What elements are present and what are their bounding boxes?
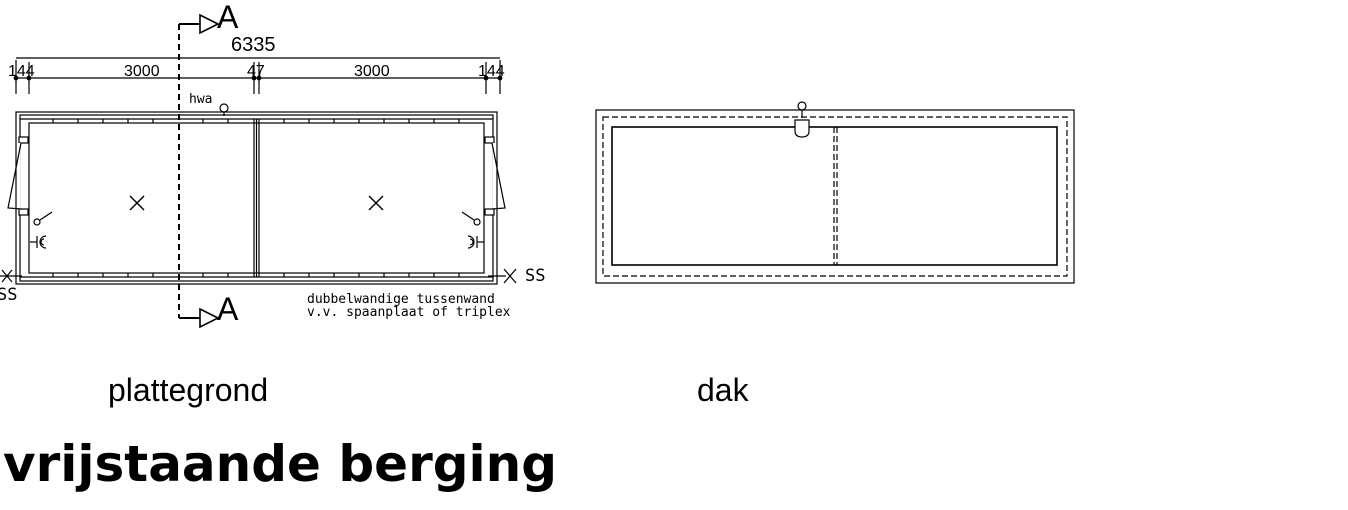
switch-right-icon — [461, 211, 481, 226]
section-marker-top: A — [217, 0, 239, 35]
socket-left-icon — [30, 235, 47, 249]
downpipe-symbol — [219, 103, 229, 116]
section-marker-bottom: A — [217, 291, 239, 327]
roof-plan — [595, 101, 1075, 284]
door-left — [7, 136, 29, 216]
light-fixture-right-icon — [368, 195, 384, 211]
partition-wall — [253, 119, 260, 277]
dimension-label-2: 3000 — [124, 63, 160, 80]
section-line — [178, 13, 220, 329]
switch-left-icon — [33, 211, 53, 226]
hwa-label: hwa — [189, 92, 212, 107]
dimension-label-4: 3000 — [354, 63, 390, 80]
door-right — [484, 136, 506, 216]
socket-right-icon — [467, 235, 484, 249]
dimension-label-3: 47 — [247, 63, 265, 80]
dimension-label-1: 144 — [8, 63, 35, 80]
partition-note-line1: dubbelwandige tussenwand — [307, 292, 495, 307]
floor-plan — [0, 13, 517, 329]
overall-dimension-label: 6335 — [231, 34, 276, 56]
ss-label-right: SS — [525, 266, 545, 286]
roof-plan-caption: dak — [697, 372, 750, 408]
roof-drain-icon — [794, 101, 810, 138]
page-title: vrijstaande berging — [3, 435, 557, 493]
ss-label-left: SS — [0, 285, 17, 305]
ss-marker-left — [0, 269, 22, 283]
light-fixture-left-icon — [129, 195, 145, 211]
partition-note-line2: v.v. spaanplaat of triplex — [307, 305, 511, 320]
ss-marker-right — [488, 268, 517, 284]
wall-studs — [52, 119, 460, 277]
dimension-chain — [13, 57, 503, 94]
dimension-label-5: 144 — [478, 63, 505, 80]
floor-plan-caption: plattegrond — [108, 372, 268, 408]
